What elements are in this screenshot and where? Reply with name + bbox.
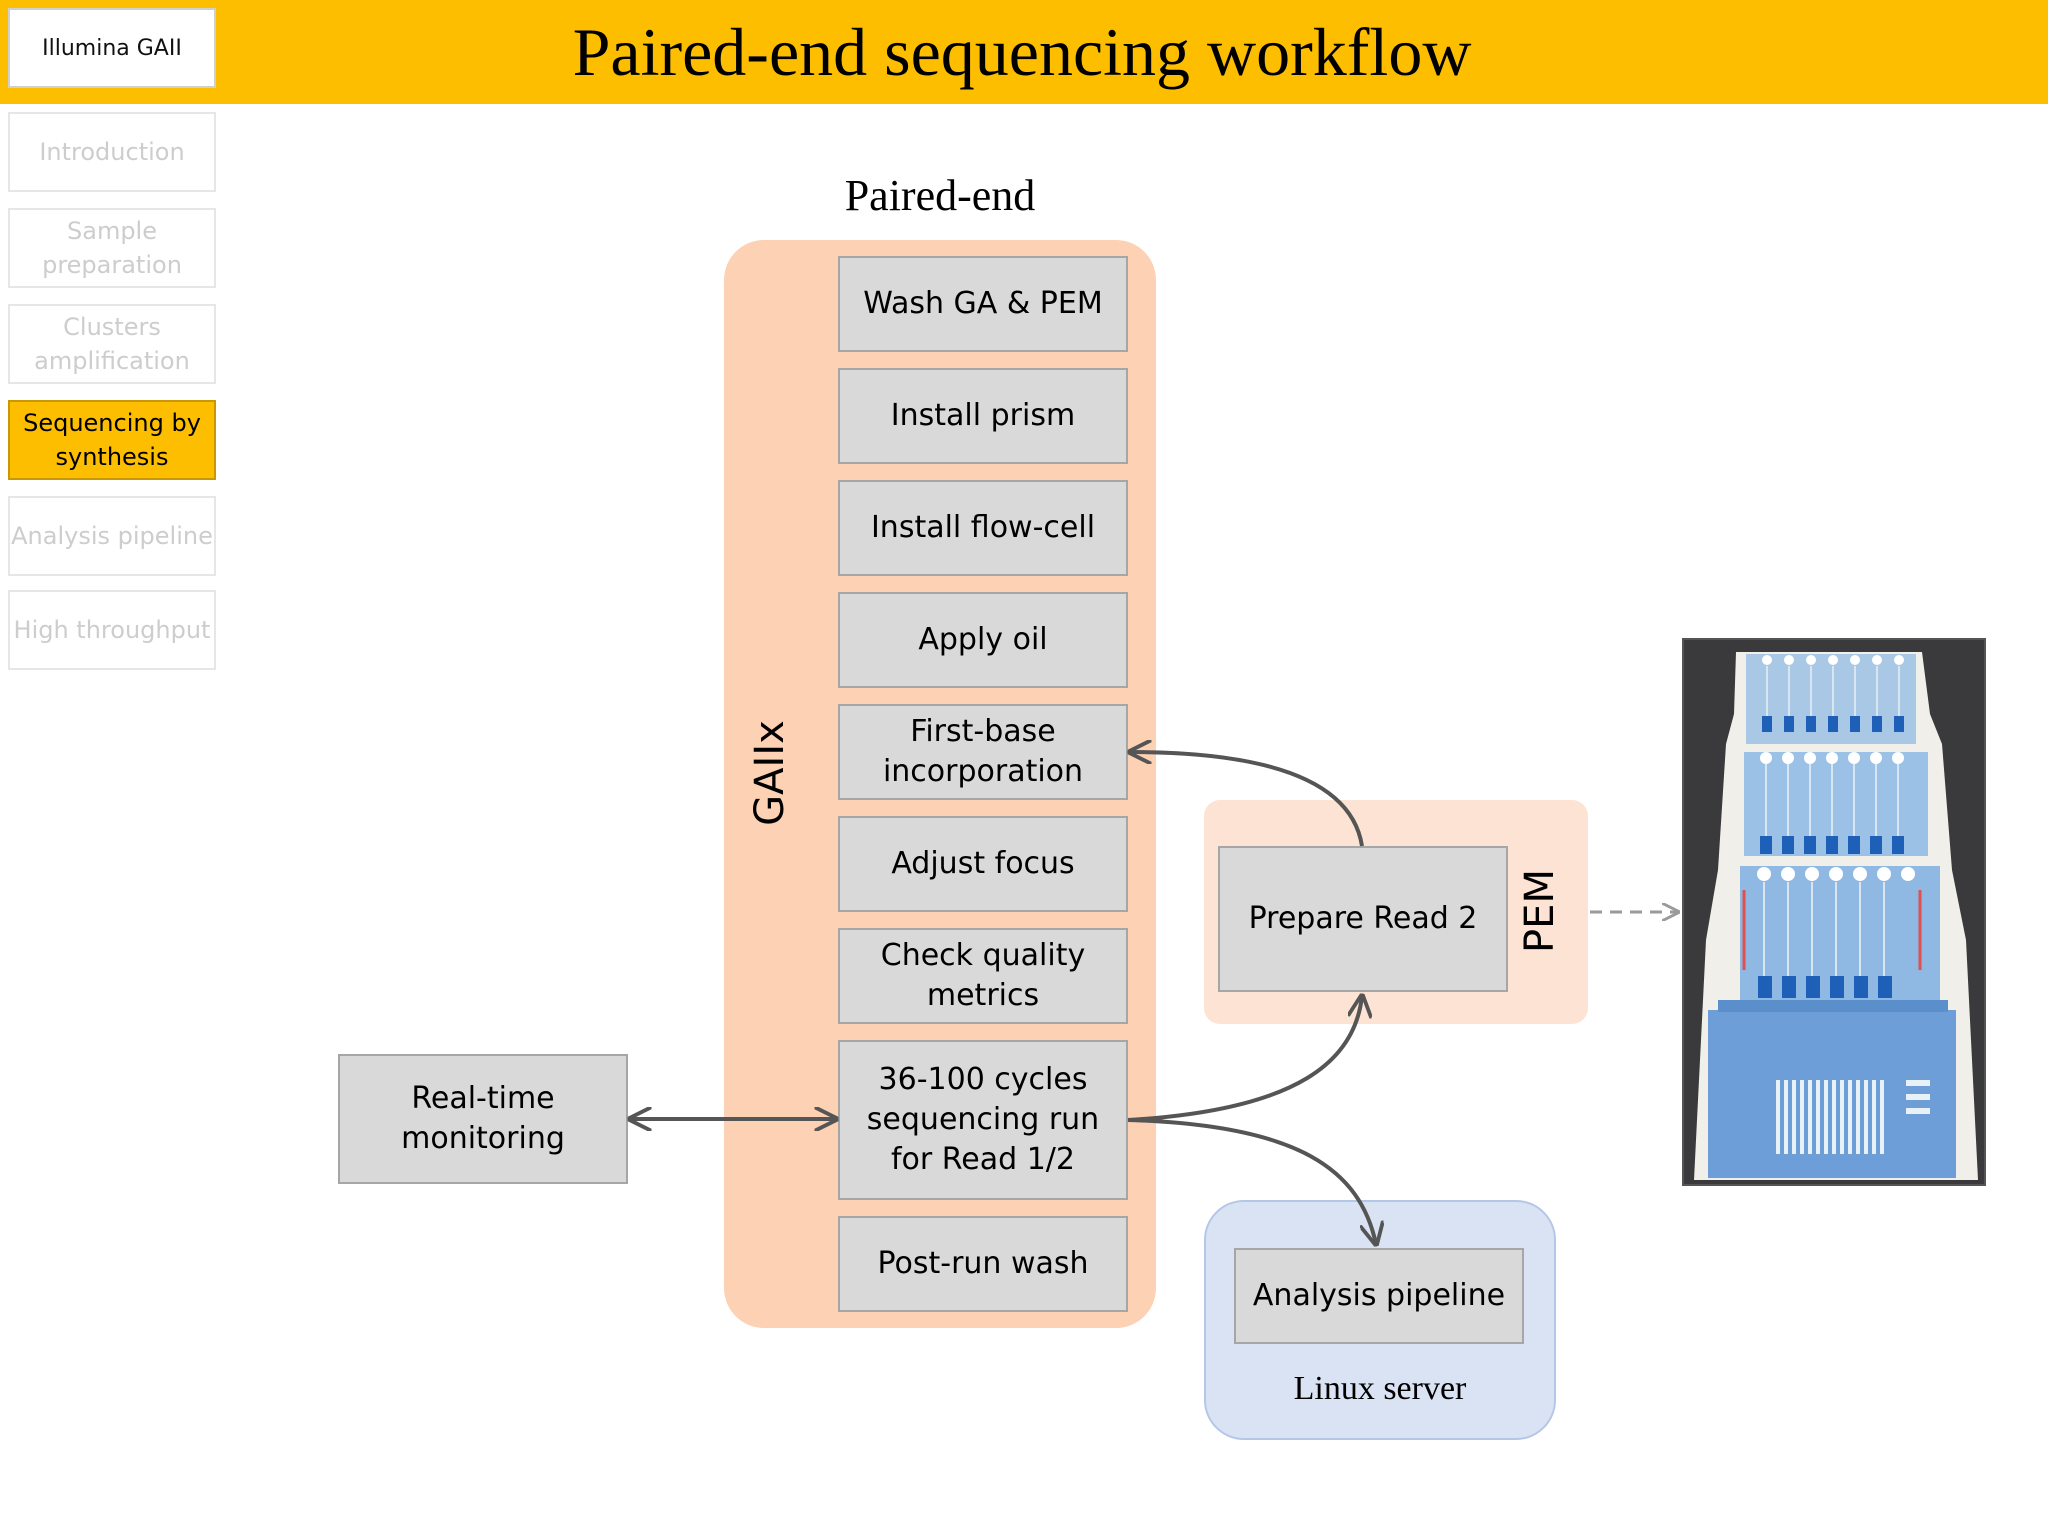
step-wash: Wash GA & PEM <box>838 256 1128 352</box>
pem-device-icon <box>1684 640 1984 1184</box>
real-time-monitoring-box: Real-time monitoring <box>338 1054 628 1184</box>
step-adjust-focus: Adjust focus <box>838 816 1128 912</box>
step-install-prism: Install prism <box>838 368 1128 464</box>
sidebar-item-introduction[interactable]: Introduction <box>8 112 216 192</box>
title-bar <box>0 0 2048 104</box>
run-to-read2-arrow <box>1127 996 1362 1122</box>
read2-to-first-base-arrow <box>1130 752 1364 847</box>
sidebar-item-sample-preparation[interactable]: Sample preparation <box>8 208 216 288</box>
brand-label: Illumina GAII <box>8 8 216 88</box>
sidebar-item-high-throughput[interactable]: High throughput <box>8 590 216 670</box>
linux-server-label: Linux server <box>1293 1370 1467 1407</box>
run-to-analysis-arrow <box>1127 1118 1376 1244</box>
sidebar-item-clusters-amplification[interactable]: Clusters amplification <box>8 304 216 384</box>
prepare-read-2-box: Prepare Read 2 <box>1218 846 1508 992</box>
sidebar-item-sequencing-by-synthesis[interactable]: Sequencing by synthesis <box>8 400 216 480</box>
step-install-flow-cell: Install flow-cell <box>838 480 1128 576</box>
analysis-pipeline-box: Analysis pipeline <box>1234 1248 1524 1344</box>
sidebar-item-analysis-pipeline[interactable]: Analysis pipeline <box>8 496 216 576</box>
page-title: Paired-end sequencing workflow <box>572 14 1472 90</box>
step-first-base-incorporation: First-base incorporation <box>838 704 1128 800</box>
pem-device-photo <box>1682 638 1986 1186</box>
step-post-run-wash: Post-run wash <box>838 1216 1128 1312</box>
step-sequencing-run: 36-100 cycles sequencing run for Read 1/… <box>838 1040 1128 1200</box>
diagram-heading: Paired-end <box>844 171 1036 220</box>
step-apply-oil: Apply oil <box>838 592 1128 688</box>
step-check-quality-metrics: Check quality metrics <box>838 928 1128 1024</box>
